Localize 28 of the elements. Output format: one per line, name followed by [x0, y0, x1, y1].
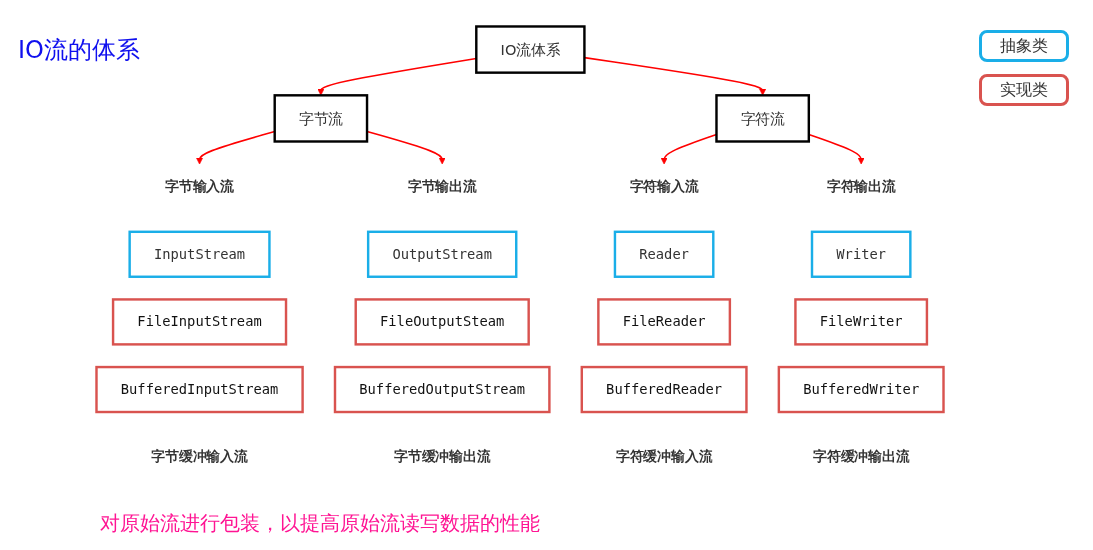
node-box: FileInputStream — [111, 298, 288, 346]
node-label: 字符缓冲输出流 — [812, 448, 910, 465]
node-box: InputStream — [128, 230, 271, 278]
node-box: Reader — [613, 230, 715, 278]
node-label: 字节缓冲输入流 — [151, 448, 248, 465]
node-box: 字符流 — [715, 94, 811, 143]
node-text: 字符输入流 — [629, 177, 699, 195]
legend-swatch: 抽象类 — [979, 30, 1069, 62]
node-box: Writer — [810, 230, 912, 278]
diagram-title: IO流的体系 — [18, 35, 140, 66]
node-label: 字节缓冲输出流 — [394, 448, 491, 465]
node-box: IO流体系 — [475, 25, 586, 74]
caption: 对原始流进行包装，以提高原始流读写数据的性能 — [100, 510, 540, 537]
node-box: BufferedInputStream — [95, 365, 304, 414]
node-text: 字符输出流 — [826, 177, 896, 195]
node-box: BufferedWriter — [777, 365, 945, 414]
node-box: 字节流 — [273, 94, 369, 143]
node-label: 字符缓冲输入流 — [615, 448, 713, 465]
node-text: 字节输入流 — [165, 177, 234, 195]
arrow — [808, 133, 865, 165]
node-box: BufferedOutputStream — [333, 365, 551, 414]
node-box: FileWriter — [794, 298, 929, 346]
node-box: FileOutputSteam — [354, 298, 530, 346]
node-box: FileReader — [597, 298, 732, 346]
node-box: OutputStream — [366, 230, 518, 278]
legend-swatch: 实现类 — [979, 74, 1069, 106]
node-text: 字节输出流 — [407, 177, 477, 195]
node-box: BufferedReader — [580, 365, 748, 414]
